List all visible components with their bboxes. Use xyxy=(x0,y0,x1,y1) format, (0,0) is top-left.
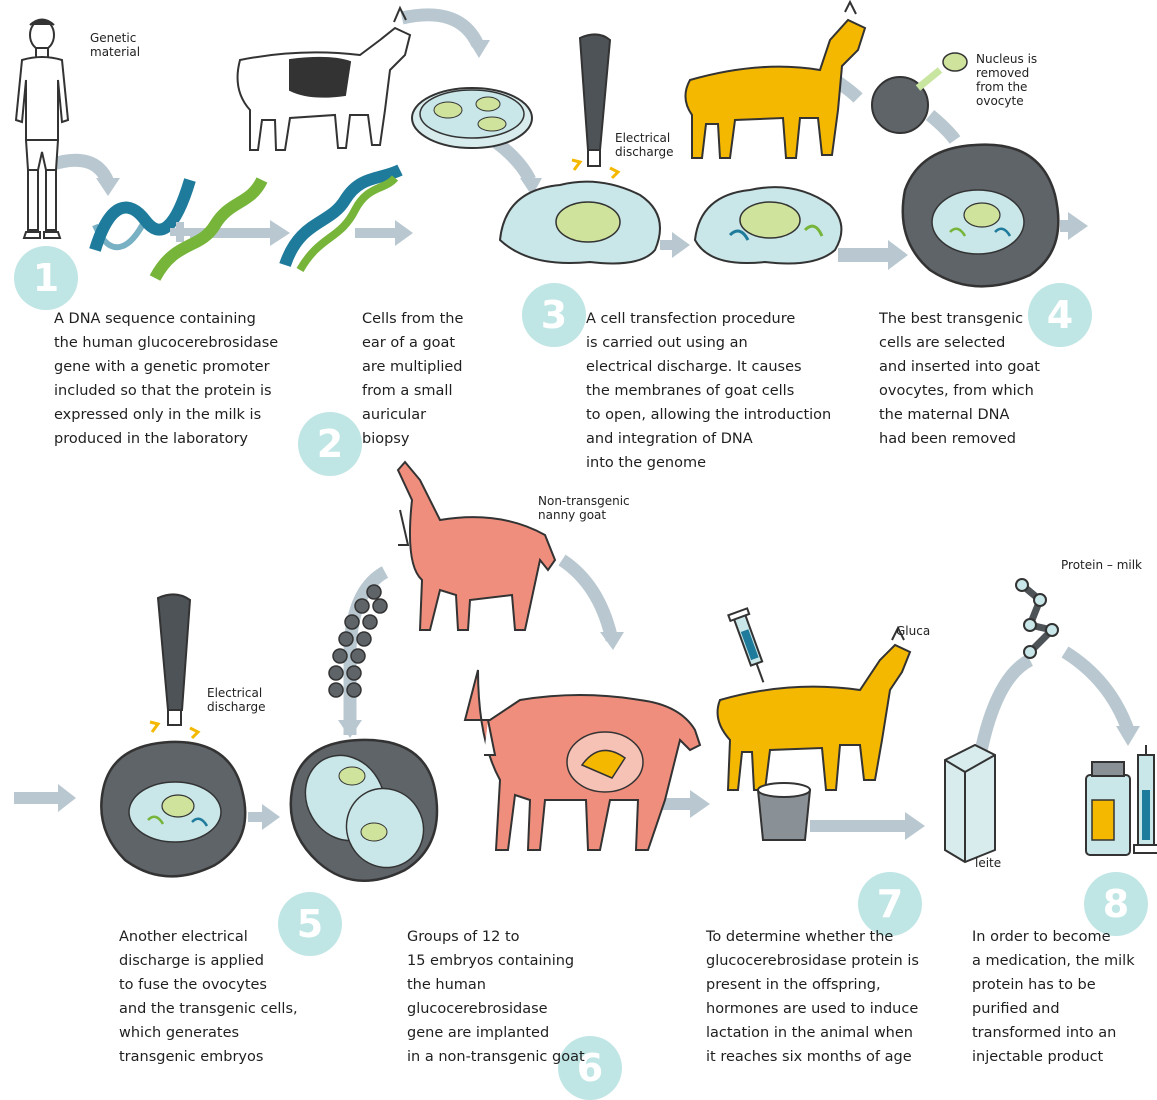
label-nucleus-removed: Nucleus is removed from the ovocyte xyxy=(976,52,1037,108)
label-non-transgenic: Non-transgenic nanny goat xyxy=(538,494,630,522)
goat-icon xyxy=(685,2,865,158)
arrow-icon xyxy=(355,220,413,246)
goat-icon xyxy=(238,8,410,150)
label-protein-milk: Protein – milk xyxy=(1061,558,1142,572)
ovocyte-icon xyxy=(872,53,967,133)
label-electrical-discharge-bottom: Electrical discharge xyxy=(207,686,265,714)
syringe-icon xyxy=(1134,745,1157,853)
milk-bucket-icon xyxy=(758,783,810,840)
goat-icon xyxy=(398,462,555,630)
label-leite: leite xyxy=(975,856,1001,870)
arrow-icon xyxy=(248,804,280,830)
label-genetic-material: Genetic material xyxy=(90,31,140,59)
embryo-chain-icon xyxy=(329,585,387,697)
label-gluca: Gluca xyxy=(896,624,930,638)
arrow-icon xyxy=(14,784,76,812)
human-figure-icon xyxy=(16,20,68,239)
arrow-icon xyxy=(810,812,925,840)
curved-arrow-icon xyxy=(930,115,955,140)
step-badge-1: 1 xyxy=(14,246,78,310)
cell-icon xyxy=(695,187,841,263)
ovocyte-icon xyxy=(101,742,245,876)
cell-icon xyxy=(500,182,660,264)
syringe-icon xyxy=(728,608,772,685)
electrode-icon xyxy=(150,594,198,738)
curved-arrow-icon xyxy=(402,15,478,45)
arrow-icon xyxy=(660,232,690,258)
step-badge-2: 2 xyxy=(298,412,362,476)
ovocyte-icon xyxy=(903,145,1059,287)
arrow-icon xyxy=(838,240,908,270)
dna-strand-icon xyxy=(285,170,400,270)
curved-arrow-icon xyxy=(1065,652,1128,730)
medicine-vial-icon xyxy=(1086,762,1130,855)
milk-carton-icon xyxy=(945,745,995,862)
label-electrical-discharge-top: Electrical discharge xyxy=(615,131,673,159)
step-badge-3: 3 xyxy=(522,283,586,347)
petri-dish-icon xyxy=(412,88,532,148)
goat-icon xyxy=(465,670,700,850)
embryo-icon xyxy=(290,740,438,882)
protein-molecule-icon xyxy=(1016,579,1058,658)
curved-arrow-icon xyxy=(496,142,530,180)
curved-arrow-icon xyxy=(562,560,612,640)
arrow-icon xyxy=(1060,212,1088,240)
electrode-icon xyxy=(572,34,618,178)
